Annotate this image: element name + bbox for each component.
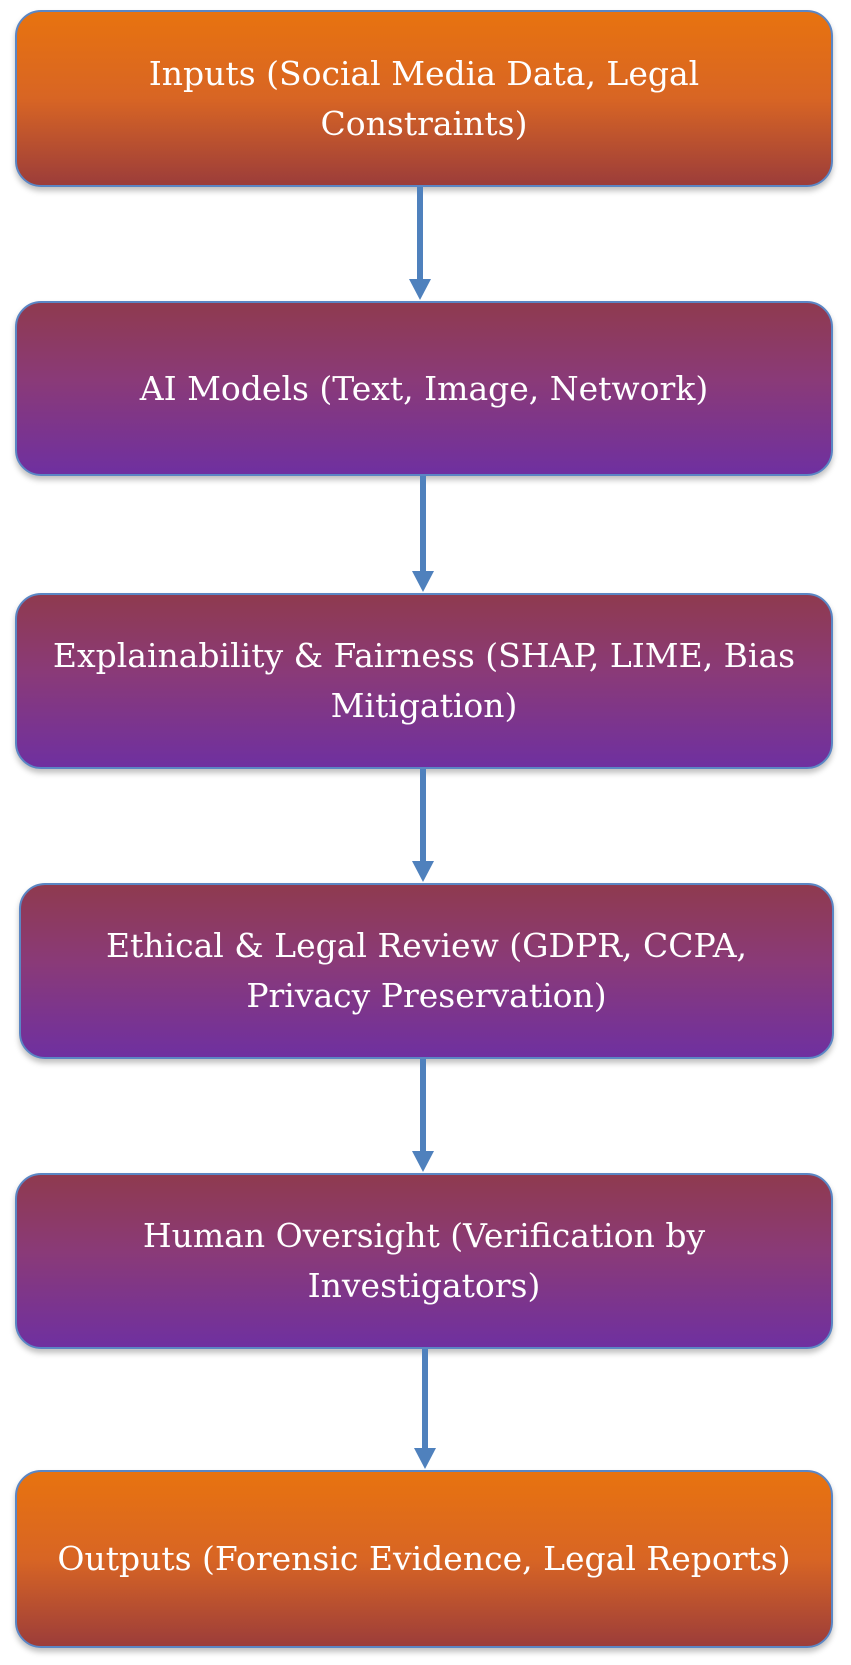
arrow-human-oversight-to-outputs [414,1349,436,1469]
node-ai-models-label: AI Models (Text, Image, Network) [139,368,709,408]
arrow-inputs-to-ai-models [409,187,431,300]
node-outputs-label: Outputs (Forensic Evidence, Legal Report… [57,1539,791,1578]
node-human-oversight-label: Human Oversight (Verification by Investi… [142,1216,706,1305]
arrow-ethical-legal-to-human-oversight [412,1059,434,1172]
node-ethical-legal: Ethical & Legal Review (GDPR, CCPA, Priv… [19,883,834,1059]
node-human-oversight: Human Oversight (Verification by Investi… [15,1173,833,1349]
node-explainability: Explainability & Fairness (SHAP, LIME, B… [15,593,833,769]
node-ai-models: AI Models (Text, Image, Network) [15,301,833,476]
arrow-ai-models-to-explainability [412,476,434,592]
node-inputs-label: Inputs (Social Media Data, Legal Constra… [148,53,700,143]
node-inputs: Inputs (Social Media Data, Legal Constra… [15,10,833,187]
node-ethical-legal-label: Ethical & Legal Review (GDPR, CCPA, Priv… [105,926,748,1015]
node-outputs: Outputs (Forensic Evidence, Legal Report… [15,1470,833,1648]
arrow-explainability-to-ethical-legal [412,769,434,882]
node-explainability-label: Explainability & Fairness (SHAP, LIME, B… [52,636,796,725]
